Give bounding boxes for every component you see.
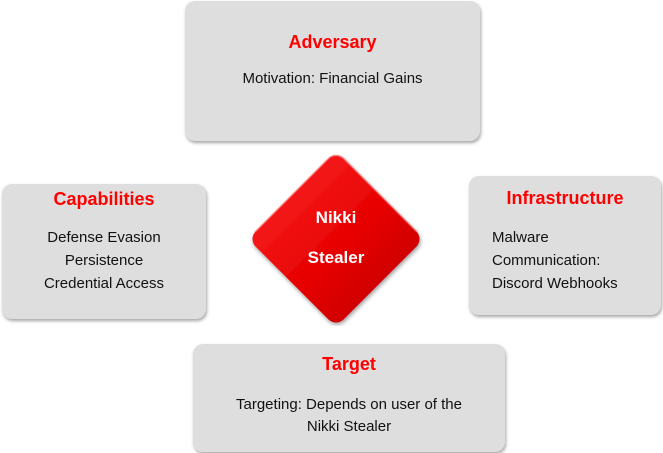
diamond-label-line2: Stealer: [307, 248, 365, 267]
infrastructure-title: Infrastructure: [506, 188, 624, 208]
infrastructure-line: Malware: [492, 229, 549, 246]
capabilities-line: Credential Access: [43, 275, 165, 292]
infrastructure-line: Discord Webhooks: [492, 275, 618, 292]
target-line: Targeting: Depends on user of the: [236, 396, 462, 413]
capabilities-box: Capabilities Defense Evasion Persistence…: [2, 184, 206, 319]
capabilities-line: Persistence: [64, 252, 144, 269]
adversary-title: Adversary: [288, 32, 377, 52]
infrastructure-box: Infrastructure Malware Communication: Di…: [469, 176, 661, 315]
diamond-label-line1: Nikki: [315, 208, 357, 227]
target-box: Target Targeting: Depends on user of the…: [193, 344, 505, 452]
diamond-shape: [252, 154, 420, 323]
target-line: Nikki Stealer: [306, 418, 392, 435]
nikki-stealer-diamond: Nikki Stealer: [249, 152, 423, 326]
adversary-line: Motivation: Financial Gains: [242, 70, 423, 87]
target-title: Target: [322, 354, 376, 374]
capabilities-line: Defense Evasion: [47, 229, 161, 246]
capabilities-title: Capabilities: [53, 189, 155, 209]
infrastructure-line: Communication:: [492, 252, 601, 269]
adversary-box: Adversary Motivation: Financial Gains: [185, 1, 480, 141]
